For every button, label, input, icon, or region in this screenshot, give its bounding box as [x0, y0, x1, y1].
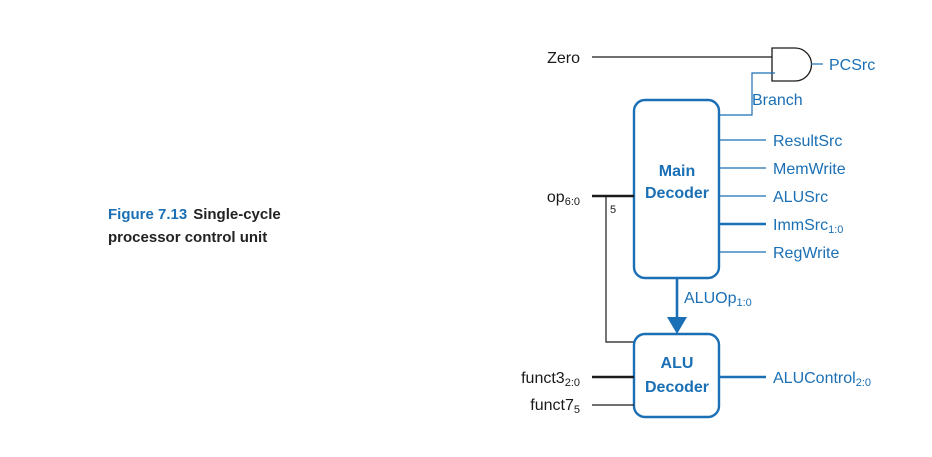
resultsrc-label: ResultSrc	[773, 133, 842, 150]
figure-label: Figure 7.13	[108, 206, 188, 223]
funct3-label: funct32:0	[521, 370, 580, 389]
and-gate-icon	[771, 47, 813, 82]
zero-label: Zero	[547, 50, 580, 67]
alu-decoder-box	[632, 332, 721, 419]
aluop-label: ALUOp1:0	[684, 290, 752, 309]
op-label: op6:0	[547, 189, 580, 208]
main-decoder-line2: Decoder	[645, 185, 709, 202]
memwrite-label: MemWrite	[773, 161, 846, 178]
op-bus-width: 5	[610, 204, 616, 216]
alusrc-label: ALUSrc	[773, 189, 828, 206]
caption-line2: processor control unit	[108, 229, 268, 246]
alu-decoder-line2: Decoder	[645, 379, 709, 396]
alucontrol-label: ALUControl2:0	[773, 370, 871, 389]
immsrc-label: ImmSrc1:0	[773, 217, 843, 236]
regwrite-label: RegWrite	[773, 245, 839, 262]
aluop-arrow-icon	[667, 317, 687, 334]
branch-label: Branch	[752, 92, 803, 109]
branch-wire	[719, 72, 775, 116]
funct7-label: funct75	[530, 397, 580, 416]
pcsrc-label: PCSrc	[829, 57, 875, 74]
main-decoder-line1: Main	[659, 163, 695, 180]
alu-decoder-line1: ALU	[661, 355, 694, 372]
figure-caption: Figure 7.13 Single-cycle processor contro…	[108, 203, 308, 249]
op5-wire	[605, 196, 634, 343]
caption-line1: Single-cycle	[193, 206, 281, 223]
